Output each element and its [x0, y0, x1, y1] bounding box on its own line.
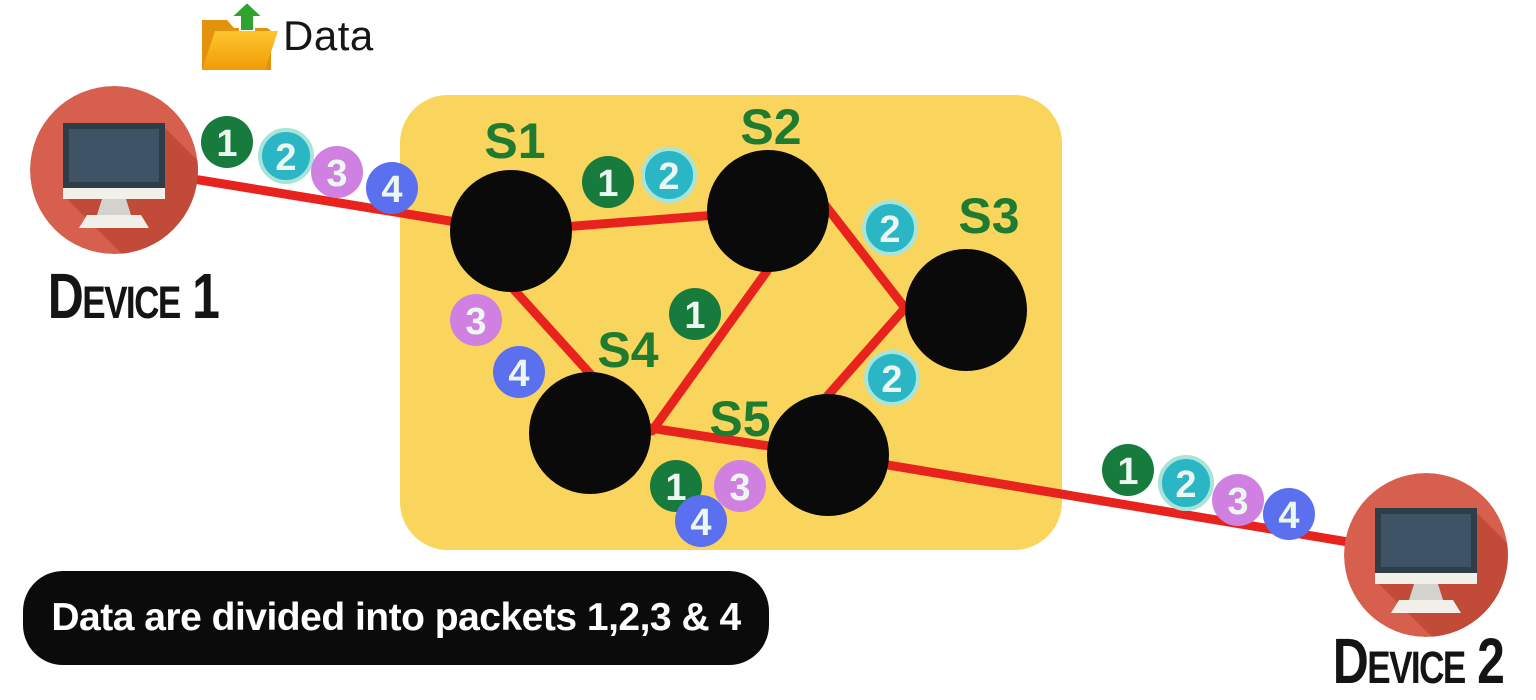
packet-circle — [641, 147, 697, 203]
packet-circle — [1102, 444, 1154, 496]
packet-number: 3 — [1227, 481, 1248, 523]
packet-circle — [1158, 455, 1214, 511]
packet-blue-4: 4 — [366, 162, 418, 214]
packet-number: 1 — [216, 123, 237, 165]
caption-banner: Data are divided into packets 1,2,3 & 4 — [23, 571, 769, 665]
packet-number: 4 — [381, 169, 402, 211]
packet-teal-2: 2 — [641, 147, 697, 203]
link-s5-device2 — [823, 450, 1431, 560]
banner-text: Data are divided into packets 1,2,3 & 4 — [51, 596, 741, 639]
monitor-stand-base — [79, 215, 149, 228]
switch-node-s4 — [529, 372, 651, 494]
monitor-stand-neck — [1409, 584, 1443, 600]
monitor-bottom-bar — [1375, 573, 1477, 584]
packet-circle — [675, 495, 727, 547]
packet-number: 4 — [1278, 495, 1299, 537]
packet-circle — [582, 156, 634, 208]
packet-green-1: 1 — [582, 156, 634, 208]
link-s2-s3 — [813, 191, 910, 313]
switch-node-s2 — [707, 150, 829, 272]
folder-front-flap — [202, 31, 278, 70]
device2-icon — [1344, 473, 1508, 637]
monitor-stand-base — [1391, 600, 1461, 613]
link-s1-s4 — [503, 278, 598, 382]
packet-circle — [669, 288, 721, 340]
packet-number: 3 — [465, 301, 486, 343]
packet-purple-3: 3 — [714, 460, 766, 512]
monitor-screen — [1381, 514, 1471, 567]
packet-circle — [1212, 474, 1264, 526]
device1-label: Device 1 — [47, 260, 220, 332]
packet-circle — [862, 200, 918, 256]
folder-upload-icon — [202, 0, 278, 70]
packet-number: 2 — [1175, 464, 1196, 506]
switch-label-s3: S3 — [958, 188, 1019, 244]
packet-number: 2 — [881, 359, 902, 401]
packet-green-1: 1 — [201, 116, 253, 168]
monitor-stand-neck — [97, 199, 131, 215]
link-s4-s2 — [647, 266, 772, 436]
packet-teal-2: 2 — [862, 200, 918, 256]
device2-label: Device 2 — [1332, 625, 1505, 697]
packet-number: 3 — [729, 467, 750, 509]
packet-green-1: 1 — [669, 288, 721, 340]
packet-circle — [201, 116, 253, 168]
packet-teal-2: 2 — [864, 350, 920, 406]
switch-node-s3 — [905, 249, 1027, 371]
switch-label-s5: S5 — [709, 391, 770, 447]
switch-label-s1: S1 — [484, 113, 545, 169]
packet-number: 4 — [508, 353, 529, 395]
device1-icon — [30, 86, 198, 254]
packet-circle — [366, 162, 418, 214]
packet-circle — [493, 346, 545, 398]
switch-label-s2: S2 — [740, 99, 801, 155]
packet-blue-4: 4 — [1263, 488, 1315, 540]
packet-green-1: 1 — [1102, 444, 1154, 496]
packet-number: 2 — [658, 156, 679, 198]
packet-number: 1 — [1117, 451, 1138, 493]
packet-circle — [864, 350, 920, 406]
packet-green-1: 1 — [650, 460, 702, 512]
packet-number: 1 — [684, 295, 705, 337]
packet-teal-2: 2 — [1158, 455, 1214, 511]
switch-label-s4: S4 — [597, 322, 658, 378]
packet-purple-3: 3 — [450, 294, 502, 346]
packet-number: 3 — [326, 153, 347, 195]
packet-number: 2 — [275, 137, 296, 179]
packet-circle — [450, 294, 502, 346]
data-label: Data — [283, 12, 374, 59]
packet-circle — [311, 146, 363, 198]
switch-node-s5 — [767, 394, 889, 516]
folder-upload-arrow — [228, 0, 266, 32]
packet-circle — [714, 460, 766, 512]
monitor-screen — [69, 129, 159, 182]
packet-number: 1 — [665, 467, 686, 509]
packet-blue-4: 4 — [493, 346, 545, 398]
packet-circle — [1263, 488, 1315, 540]
monitor-bottom-bar — [63, 188, 165, 199]
switch-node-s1 — [450, 170, 572, 292]
packet-circle — [258, 128, 314, 184]
packet-purple-3: 3 — [1212, 474, 1264, 526]
packet-teal-2: 2 — [258, 128, 314, 184]
packet-number: 1 — [597, 163, 618, 205]
packet-purple-3: 3 — [311, 146, 363, 198]
packet-number: 4 — [690, 502, 711, 544]
packet-number: 2 — [879, 209, 900, 251]
packet-blue-4: 4 — [675, 495, 727, 547]
